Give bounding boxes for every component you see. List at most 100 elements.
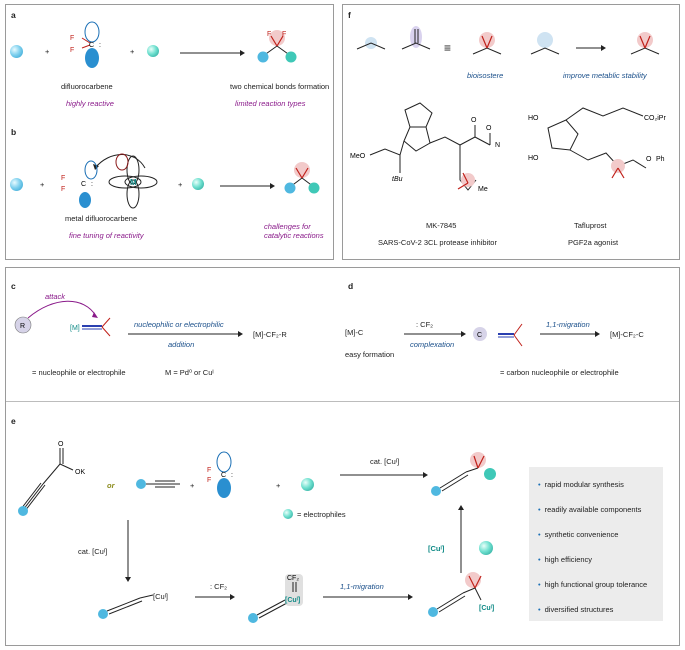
svg-text:C: C	[81, 181, 86, 188]
section-divider	[6, 401, 679, 402]
two-bonds-note: two chemical bonds formation	[230, 82, 330, 91]
svg-text:[Cuᴵ]: [Cuᴵ]	[479, 605, 494, 612]
cf2-reagent-e: : CF₂	[210, 582, 228, 591]
svg-text:HO: HO	[528, 115, 539, 122]
plus-sign: +	[40, 180, 45, 189]
electrophile-ball	[147, 45, 159, 57]
product-b-structure	[284, 162, 320, 194]
substrate-ball	[10, 45, 23, 58]
down-arrow	[125, 520, 131, 582]
panel-ab	[5, 4, 334, 260]
legend-m: M = Pd⁰ or Cuᴵ	[165, 368, 214, 377]
alkynoate-structure: O OK	[18, 441, 85, 516]
difluorocarbene-e: F F C :	[207, 451, 233, 498]
svg-text:O: O	[486, 125, 492, 132]
legend-r: = nucleophile or electrophile	[32, 368, 126, 377]
cat-cu-top: cat. [Cuᴵ]	[370, 457, 400, 466]
cat-cu-left: cat. [Cuᴵ]	[78, 547, 108, 556]
svg-text:F: F	[61, 175, 65, 182]
tafluprost-structure: HO HO CO₂iPr O Ph	[528, 107, 666, 179]
complexation-label: complexation	[410, 340, 455, 349]
panel-cde	[5, 267, 680, 646]
panel-c-label: c	[11, 281, 16, 291]
svg-text::: :	[99, 42, 101, 49]
features-box: rapid modular synthesis readily availabl…	[529, 467, 663, 621]
metal-difluorocarbene-structure: M F F C :	[61, 153, 158, 209]
plus-sign: +	[190, 481, 195, 490]
svg-text::: :	[231, 472, 233, 479]
one-pot-arrow	[340, 472, 428, 478]
copper-carbene-e: CF₂ [Cuᴵ]	[248, 574, 303, 623]
product-a-structure: F F	[257, 30, 297, 63]
terminal-alkyne-structure	[136, 479, 180, 489]
up-arrow	[458, 505, 464, 573]
panel-d-label: d	[348, 281, 354, 291]
cf2-bioisostere-structure	[472, 32, 502, 55]
easy-formation: easy formation	[345, 350, 395, 359]
limited-types-note: limited reaction types	[235, 99, 306, 108]
svg-text:O: O	[646, 156, 652, 163]
svg-text:[Cuᴵ]: [Cuᴵ]	[285, 597, 300, 604]
svg-text:C: C	[477, 332, 482, 339]
mk7845-name: MK-7845	[426, 221, 457, 230]
svg-text:F: F	[70, 47, 74, 54]
reaction-arrow	[220, 183, 275, 189]
svg-text:F: F	[70, 35, 74, 42]
svg-text:MeO: MeO	[350, 153, 366, 160]
bioisostere-note: bioisostere	[467, 71, 504, 80]
migration-arrow-d	[540, 331, 600, 337]
panel-e-label: e	[11, 416, 16, 426]
tafluprost-name: Tafluprost	[574, 221, 607, 230]
svg-text:HO: HO	[528, 155, 539, 162]
copper-intermediate-e: [Cuᴵ]	[428, 572, 494, 617]
svg-text:F: F	[61, 186, 65, 193]
svg-text:F: F	[207, 467, 211, 474]
svg-text:CF₂: CF₂	[287, 575, 299, 582]
plus-sign: +	[276, 481, 281, 490]
metal-difluorocarbene-name: metal difluorocarbene	[65, 214, 138, 223]
equivalence-sign: ≡	[444, 41, 452, 55]
mk7845-structure: O O N MeO tBu Me	[350, 102, 500, 193]
panel-c-scheme: R [M]	[14, 300, 111, 337]
feature-item: rapid modular synthesis	[538, 480, 624, 489]
panel-f-label: f	[348, 10, 351, 20]
highly-reactive-note: highly reactive	[66, 99, 114, 108]
cf2-arrow-e	[195, 594, 235, 600]
electrophile-ball	[479, 541, 493, 555]
svg-text:Me: Me	[478, 186, 488, 193]
svg-text:R: R	[20, 323, 25, 330]
plus-sign: +	[130, 47, 135, 56]
panel-d-start: [M]-C	[345, 328, 364, 337]
svg-text:F: F	[282, 31, 286, 38]
svg-text:O: O	[471, 117, 477, 124]
ch2-structure	[530, 32, 560, 55]
svg-text:CO₂iPr: CO₂iPr	[644, 115, 666, 122]
feature-item: readily available components	[538, 505, 642, 514]
svg-text::: :	[91, 181, 93, 188]
migration-label-e: 1,1-migration	[340, 582, 384, 591]
mk7845-desc: SARS-CoV-2 3CL protease inhibitor	[378, 238, 497, 247]
svg-text:C: C	[221, 472, 226, 479]
cu-release-label: [Cuᴵ]	[428, 544, 445, 553]
feature-item: high efficiency	[538, 555, 592, 564]
reaction-arrow	[180, 50, 245, 56]
panel-d-product: [M]-CF₂-C	[610, 330, 644, 339]
or-label: or	[107, 481, 115, 490]
stability-note: improve metablic stability	[563, 71, 647, 80]
addition-arrow	[128, 331, 243, 337]
feature-item: diversified structures	[538, 605, 614, 614]
metal-carbene-complex: C	[473, 323, 523, 347]
svg-text:F: F	[207, 477, 211, 484]
addition-conditions-top: nucleophilic or electrophilic	[134, 320, 224, 329]
svg-text:F: F	[267, 31, 271, 38]
stability-arrow	[576, 45, 606, 51]
electrophile-ball	[192, 178, 204, 190]
fine-tuning-note: fine tuning of reactivity	[69, 231, 144, 240]
cf2-reagent: : CF₂	[416, 320, 434, 329]
difluorocarbene-structure: F F C :	[70, 21, 101, 68]
svg-text:M: M	[130, 178, 137, 187]
svg-text:[M]: [M]	[70, 325, 80, 332]
electrophiles-legend: = electrophiles	[297, 510, 346, 519]
panel-f	[342, 4, 680, 260]
migration-label-d: 1,1-migration	[546, 320, 590, 329]
